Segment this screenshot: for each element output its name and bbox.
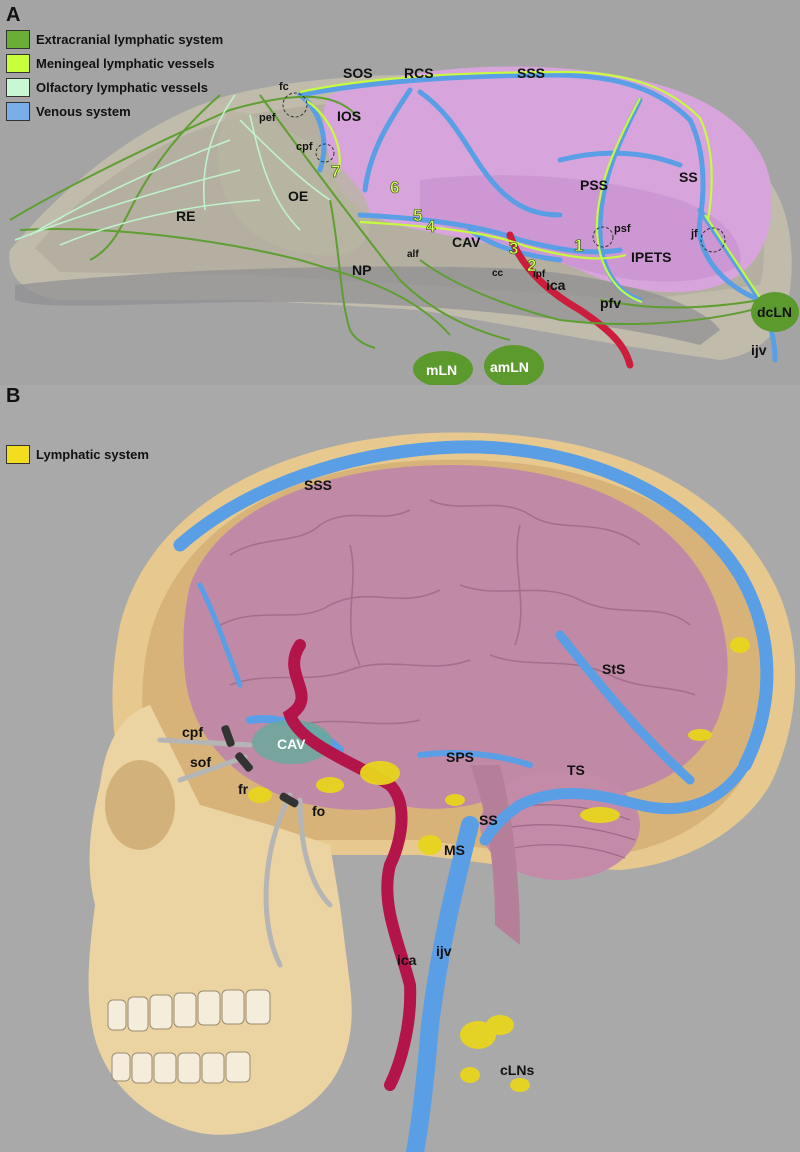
foramen-circle-fc <box>282 92 308 118</box>
panel-b-letter: B <box>6 385 21 407</box>
label-cpf-b: cpf <box>182 724 203 740</box>
label-rcs: RCS <box>404 65 434 81</box>
legend-swatch <box>6 101 30 121</box>
label-ss-a: SS <box>679 169 698 185</box>
lymphatic-patches <box>248 637 750 1092</box>
label-sss-a: SSS <box>517 65 545 81</box>
label-psf: psf <box>614 223 631 235</box>
panel-a-illustration: SOS RCS SSS IOS fc pef cpf OE RE NP alf … <box>9 65 799 385</box>
panel-a-mouse-head: SOS RCS SSS IOS fc pef cpf OE RE NP alf … <box>0 0 800 385</box>
label-ipets: IPETS <box>631 249 671 265</box>
foramen-circle-jf <box>700 227 726 253</box>
legend-item-meningeal: Meningeal lymphatic vessels <box>6 51 223 75</box>
panel-b-legend: Lymphatic system <box>6 442 149 466</box>
label-sts: StS <box>602 661 625 677</box>
label-ios: IOS <box>337 108 361 124</box>
label-ts: TS <box>567 762 585 778</box>
olfactory-lymphatics <box>14 94 331 246</box>
extracranial-lymphatics <box>9 94 771 349</box>
label-ss-b: SS <box>479 812 498 828</box>
marker-5: 5 <box>413 206 422 225</box>
foramen-circle-cpf <box>315 143 335 163</box>
label-ijv-b: ijv <box>436 943 452 959</box>
label-np: NP <box>352 262 371 278</box>
meningeal-lymphatics <box>299 70 766 306</box>
legend-swatch <box>6 77 30 97</box>
legend-label: Meningeal lymphatic vessels <box>36 55 215 71</box>
cranial-nerves <box>157 737 333 968</box>
label-sss-b: SSS <box>304 477 332 493</box>
label-mln: mLN <box>426 362 457 378</box>
mln-node <box>413 351 473 385</box>
label-ms: MS <box>444 842 465 858</box>
label-sps: SPS <box>446 749 474 765</box>
marker-2: 2 <box>527 256 536 275</box>
panel-b-illustration: SSS StS SPS TS SS MS cpf sof fr fo CAV i… <box>88 432 796 1152</box>
panel-b-human-head: SSS StS SPS TS SS MS cpf sof fr fo CAV i… <box>0 385 800 1152</box>
cavernous-sinus <box>252 720 332 764</box>
foramina-markers <box>221 725 299 808</box>
label-cav-a: CAV <box>452 234 481 250</box>
venous-sinuses <box>173 440 774 1152</box>
olfactory-epithelium <box>217 110 371 256</box>
legend-item-lymphatic: Lymphatic system <box>6 442 149 466</box>
label-dcln: dcLN <box>757 304 792 320</box>
label-re: RE <box>176 208 195 224</box>
marker-4: 4 <box>426 217 436 236</box>
teeth <box>107 989 271 1084</box>
legend-label: Lymphatic system <box>36 446 149 462</box>
label-ica-a: ica <box>546 277 566 293</box>
marker-3: 3 <box>509 239 518 258</box>
label-cav-b: CAV <box>277 736 306 752</box>
legend-item-olfactory: Olfactory lymphatic vessels <box>6 75 223 99</box>
legend-swatch <box>6 29 30 49</box>
legend-label: Venous system <box>36 103 131 119</box>
brain-gyri <box>219 499 696 726</box>
internal-carotid-artery-b <box>282 639 417 1091</box>
label-sos: SOS <box>343 65 373 81</box>
label-pfv: pfv <box>600 295 621 311</box>
label-clns: cLNs <box>500 1062 534 1078</box>
label-amln: amLN <box>490 359 529 375</box>
label-cc: cc <box>492 268 504 279</box>
label-pef: pef <box>259 112 276 124</box>
dcln-node <box>751 292 799 332</box>
label-fo: fo <box>312 803 325 819</box>
legend-swatch <box>6 444 30 464</box>
label-fc: fc <box>279 81 289 93</box>
legend-label: Extracranial lymphatic system <box>36 31 224 47</box>
amln-node <box>484 345 544 385</box>
label-ica-b: ica <box>397 952 417 968</box>
label-cpf-a: cpf <box>296 141 313 153</box>
label-fr: fr <box>238 781 249 797</box>
label-oe: OE <box>288 188 308 204</box>
legend-label: Olfactory lymphatic vessels <box>36 79 208 95</box>
legend-swatch <box>6 53 30 73</box>
brain-shadow <box>420 175 741 282</box>
legend-item-venous: Venous system <box>6 99 223 123</box>
internal-carotid-artery <box>506 231 634 369</box>
human-brain <box>183 465 728 810</box>
orbit <box>105 760 175 850</box>
label-ijv-a: ijv <box>751 342 767 358</box>
panel-a-legend: Extracranial lymphatic system Meningeal … <box>6 27 223 123</box>
marker-1: 1 <box>574 236 583 255</box>
label-sof: sof <box>190 754 211 770</box>
label-pss: PSS <box>580 177 608 193</box>
foramen-circle-psf <box>592 226 614 248</box>
marker-6: 6 <box>390 178 399 197</box>
label-ipf: ipf <box>533 269 546 280</box>
marker-7: 7 <box>331 162 340 181</box>
panel-a-letter: A <box>6 4 21 26</box>
label-jf: jf <box>690 228 698 240</box>
legend-item-extracranial: Extracranial lymphatic system <box>6 27 223 51</box>
label-alf: alf <box>407 249 419 260</box>
